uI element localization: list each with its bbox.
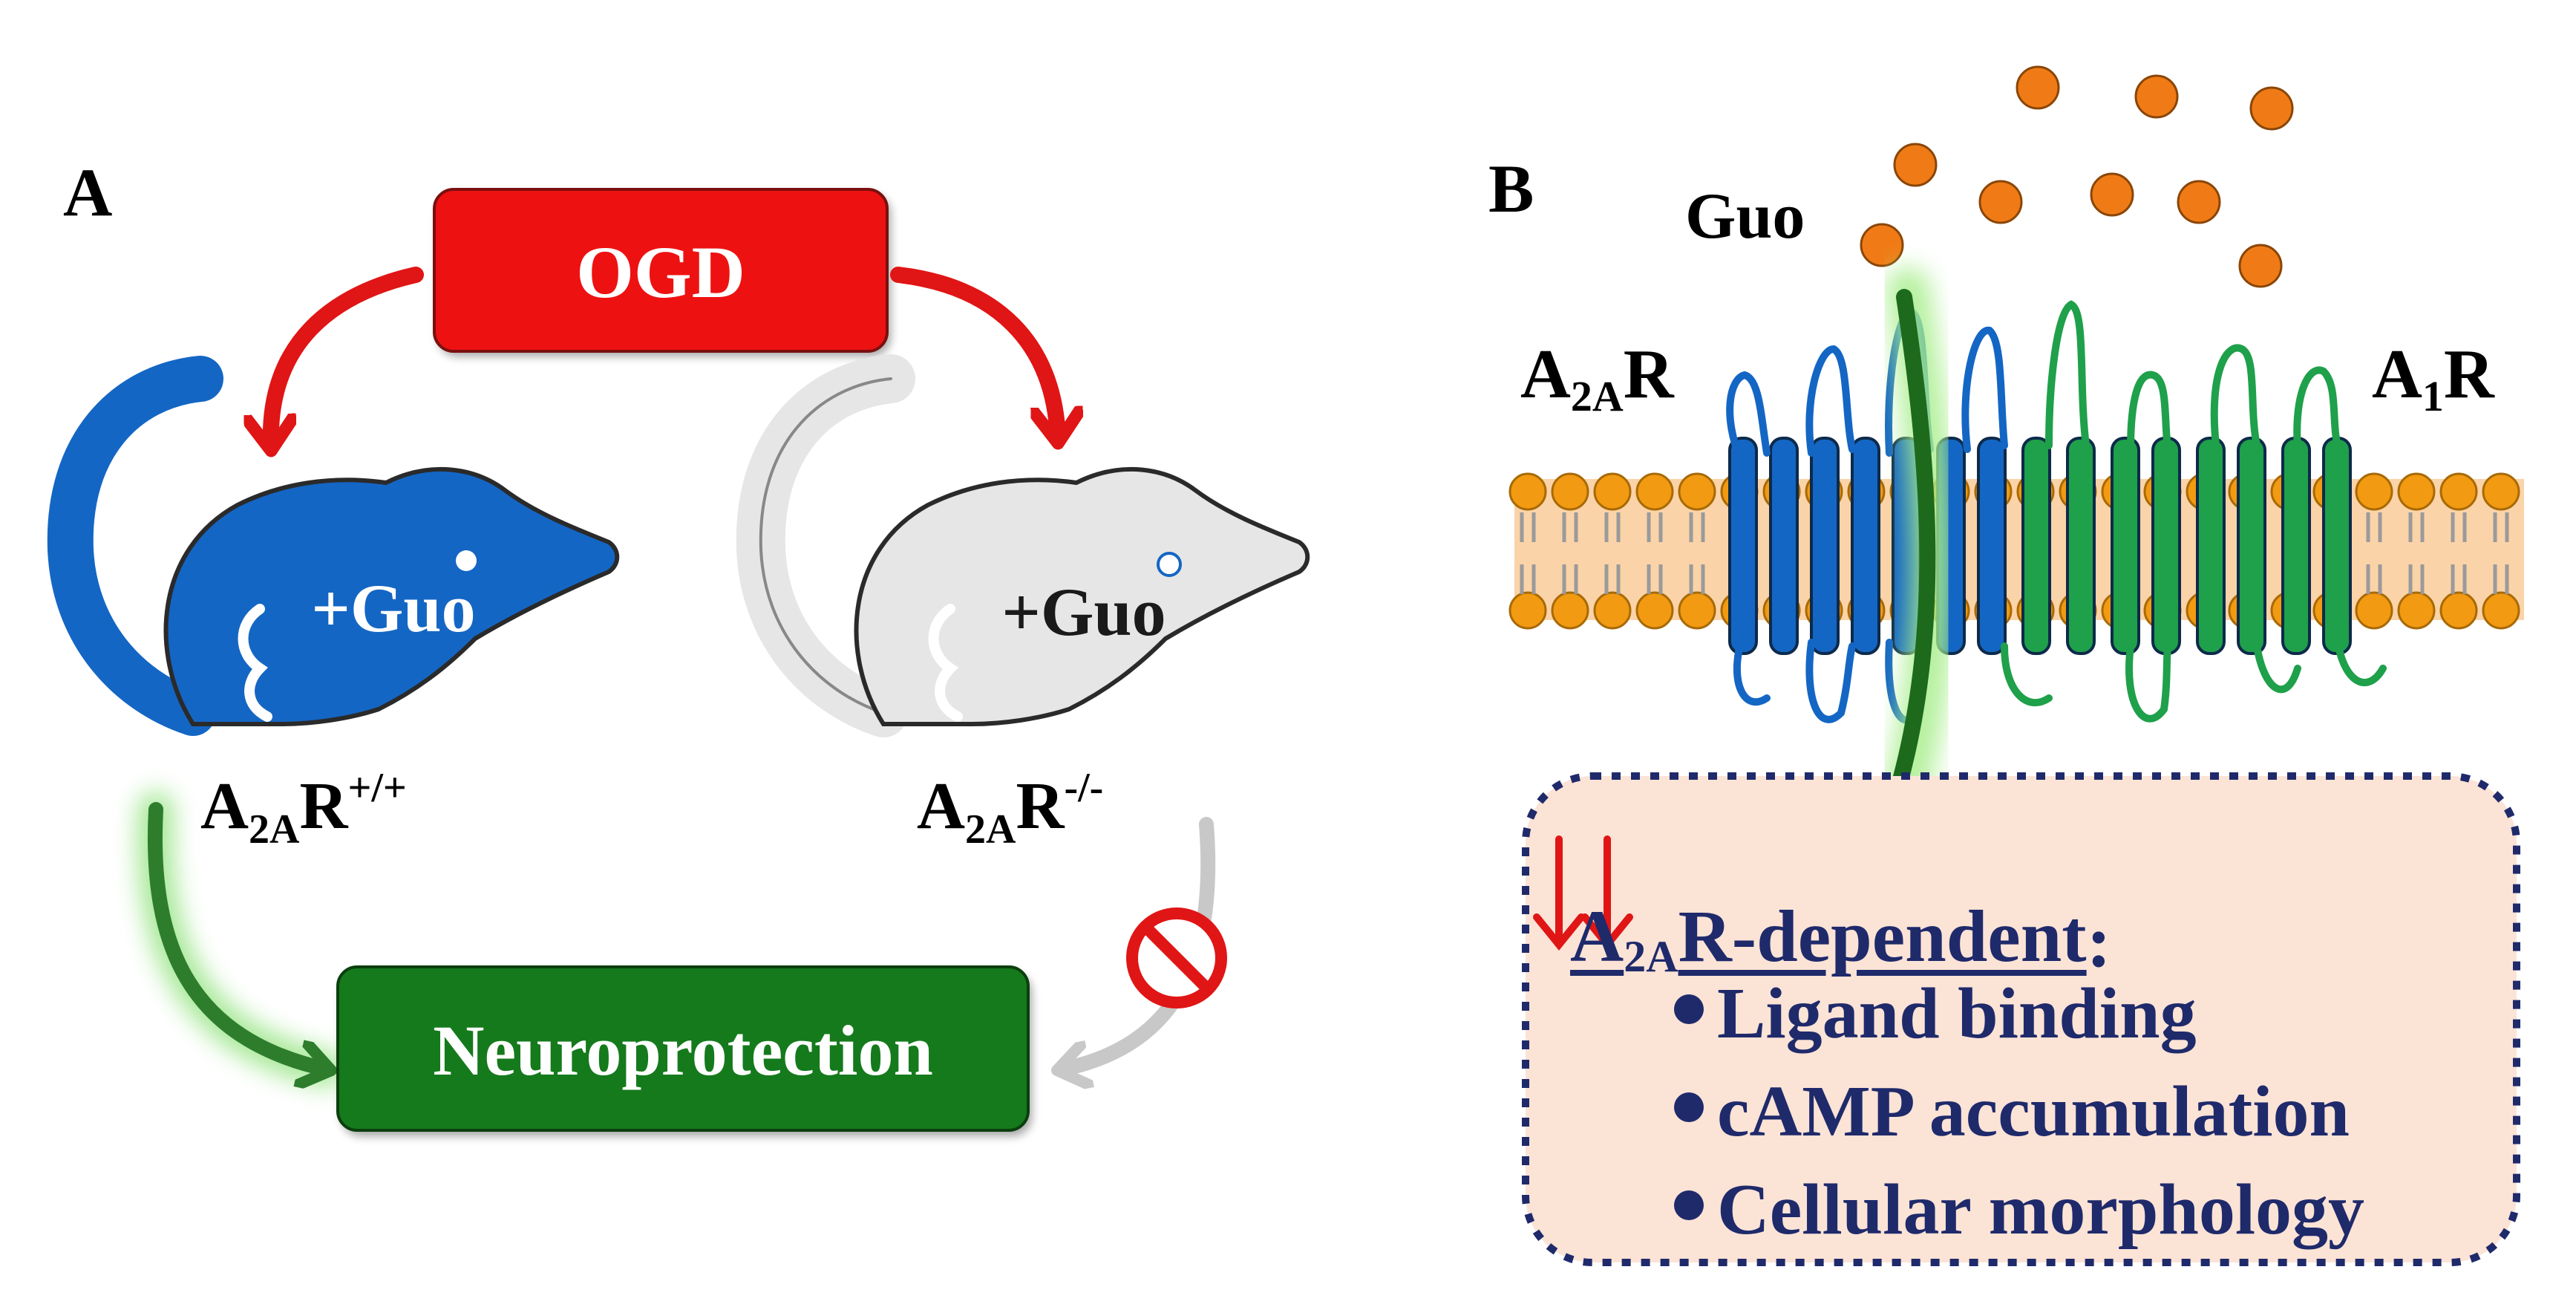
receptor-a2a-label: A2AR <box>1520 336 1675 420</box>
receptor-a1-label: A1R <box>2372 336 2495 420</box>
signal-arrow <box>1889 289 1936 817</box>
mouse-ko: +Guo <box>736 354 1310 737</box>
lipid-tail <box>2451 512 2467 594</box>
mouse-wt-treatment: +Guo <box>311 570 475 646</box>
bullet-icon <box>1674 994 1704 1024</box>
decrease-arrows-icon <box>1533 835 1633 951</box>
ogd-to-ko-arrow <box>890 267 1058 438</box>
a1-helix <box>2281 437 2311 655</box>
mouse-ko-body <box>854 466 1310 726</box>
lipid-head <box>1593 591 1632 630</box>
bullet-icon <box>1674 1190 1704 1220</box>
effect-item: Cellular morphology <box>1674 1173 2364 1246</box>
a1-helix <box>2111 437 2140 655</box>
mouse-ko-eye <box>1157 552 1182 577</box>
effect-item: Ligand binding <box>1674 977 2197 1050</box>
mouse-wt-eye <box>456 550 477 571</box>
a2a-helix <box>1769 437 1799 655</box>
a1-helix <box>2237 437 2266 655</box>
lipid-tail <box>1647 512 1663 594</box>
receptor-loops <box>1726 300 2387 724</box>
lipid-tail <box>1520 512 1536 594</box>
a1-helix <box>2066 437 2096 655</box>
a1-helix <box>2322 437 2352 655</box>
mouse-wt-leg <box>238 604 272 722</box>
lipid-tail <box>1689 512 1705 594</box>
receptor-helices <box>1728 437 2352 655</box>
wt-protection-arrow <box>148 802 327 1069</box>
effect-item: cAMP accumulation <box>1674 1075 2350 1148</box>
bullet-icon <box>1674 1092 1704 1122</box>
a1-helix <box>2021 437 2051 655</box>
a2a-helix <box>1977 437 2007 655</box>
ligand-label: Guo <box>1685 180 1805 252</box>
lipid-tail <box>1562 512 1578 594</box>
mouse-wt: +Guo <box>47 356 620 736</box>
a2a-helix <box>1728 437 1758 655</box>
lipid-head <box>2482 591 2520 630</box>
ogd-to-wt-arrow <box>271 267 424 446</box>
lipid-head <box>1635 591 1674 630</box>
guo-molecules <box>1860 65 2294 288</box>
mouse-ko-treatment: +Guo <box>1001 574 1166 650</box>
a1-helix <box>2196 437 2226 655</box>
panel-b-letter: B <box>1488 151 1534 227</box>
lipid-tail <box>2493 512 2509 594</box>
effects-box <box>1522 772 2520 1266</box>
lipid-head <box>1551 591 1589 630</box>
lipid-head <box>1508 591 1547 630</box>
lipid-head <box>2439 472 2478 511</box>
lipid-head <box>2355 472 2393 511</box>
lipid-tail <box>1604 512 1621 594</box>
lipid-head <box>2397 591 2436 630</box>
prohibited-icon <box>1126 907 1227 1008</box>
a2a-helix <box>1810 437 1840 655</box>
lipid-head <box>1593 472 1632 511</box>
lipid-head <box>1551 472 1589 511</box>
neuroprotection-label: Neuroprotection <box>433 1011 933 1090</box>
panel-a-letter: A <box>63 154 112 230</box>
lipid-tail <box>2366 512 2382 594</box>
effects-heading: A2AR-dependent: <box>1570 895 2111 982</box>
lipid-head <box>1508 472 1547 511</box>
genotype-ko: A2AR-/- <box>917 765 1103 853</box>
lipid-head <box>1678 472 1716 511</box>
lipid-head <box>2397 472 2436 511</box>
mouse-wt-body <box>163 466 620 726</box>
cell-membrane <box>1508 472 2524 630</box>
a1-helix <box>2151 437 2181 655</box>
genotype-wt: A2AR+/+ <box>200 765 407 853</box>
lipid-head <box>2355 591 2393 630</box>
lipid-head <box>2482 472 2520 511</box>
neuroprotection-box: Neuroprotection <box>336 965 1032 1136</box>
lipid-head <box>1678 591 1716 630</box>
lipid-tail <box>2408 512 2425 594</box>
mouse-wt-tail <box>47 356 223 736</box>
a2a-helix <box>1851 437 1880 655</box>
lipid-head <box>2439 591 2478 630</box>
ogd-box: OGD <box>433 188 891 356</box>
lipid-head <box>1635 472 1674 511</box>
effects-list: A2AR-dependent: Ligand binding cAMP accu… <box>1570 867 2513 1247</box>
ogd-label: OGD <box>576 231 745 313</box>
